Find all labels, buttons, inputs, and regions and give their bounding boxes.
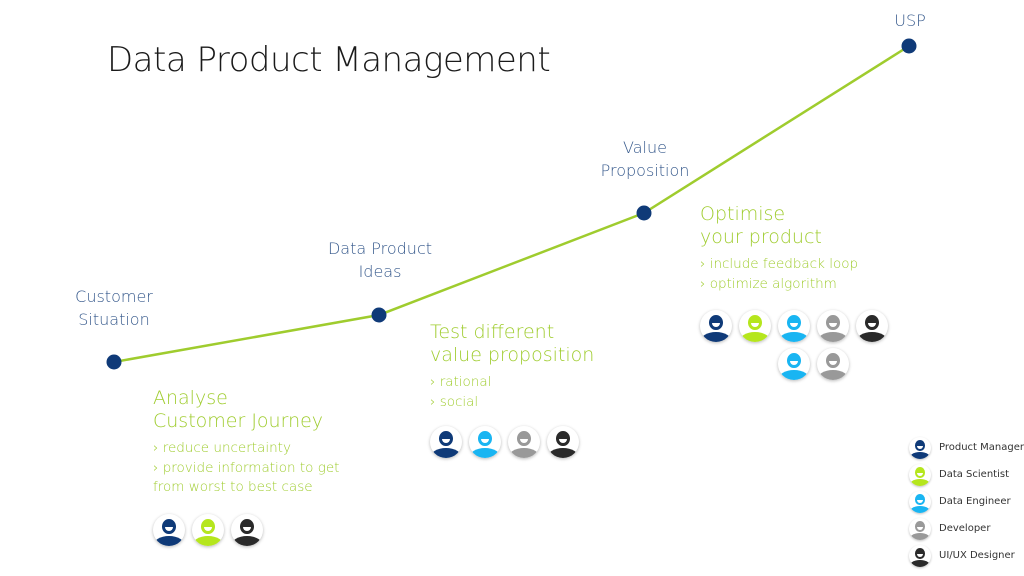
avatar-developer-icon [817,348,849,380]
phase-bullets: › reduce uncertainty › provide informati… [153,439,383,498]
legend-item-developer: Developer [909,515,1024,542]
legend-label: Data Engineer [939,496,1011,507]
avatar-data-engineer-icon [909,490,931,513]
phase-bullet: › social [430,393,479,410]
milestone-node-usp [901,38,917,54]
phase-heading: Optimise your product [700,203,822,248]
avatar-product-manager-icon [909,436,931,459]
legend-label: UI/UX Designer [939,550,1015,561]
milestone-node-data-product-ideas [371,307,387,323]
avatar-data-engineer-icon [778,310,810,342]
phase-analyse-customer-journey: Analyse Customer Journey › reduce uncert… [153,387,383,546]
milestone-label-value-proposition: Value Proposition [600,138,690,180]
legend-item-data-engineer: Data Engineer [909,488,1024,515]
phase-test-value-proposition: Test different value proposition › ratio… [430,321,650,458]
phase-bullets: › include feedback loop › optimize algor… [700,255,900,294]
legend-label: Data Scientist [939,469,1009,480]
avatar-product-manager-icon [153,513,185,546]
avatar-data-scientist-icon [192,513,224,546]
milestone-node-customer-situation [106,354,122,370]
phase-bullets: › rational › social [430,373,650,412]
milestone-label-data-product-ideas: Data Product Ideas [327,239,433,281]
avatar-uiux-designer-icon [909,544,931,567]
avatar-data-engineer-icon [469,426,501,458]
avatar-uiux-designer-icon [231,513,263,546]
phase-heading: Test different value proposition [430,321,595,366]
avatar-developer-icon [909,517,931,540]
avatar-product-manager-icon [430,426,462,458]
phase-heading: Analyse Customer Journey [153,387,324,432]
phase-bullet: › reduce uncertainty [153,440,291,456]
phase-optimise-product: Optimise your product › include feedback… [700,203,900,380]
milestone-label-customer-situation: Customer Situation [75,287,153,329]
avatar-data-engineer-icon [778,348,810,380]
page-title: Data Product Management [107,40,551,80]
team-avatars [700,310,895,380]
legend-item-data-scientist: Data Scientist [909,461,1024,488]
avatar-uiux-designer-icon [856,310,888,342]
legend-label: Developer [939,523,991,534]
phase-bullet: › provide information to get from worst … [153,459,340,496]
legend-item-product-manager: Product Manager [909,434,1024,461]
phase-bullet: › optimize algorithm [700,275,837,292]
legend-item-uiux-designer: UI/UX Designer [909,542,1024,569]
team-avatars [430,426,650,458]
milestone-node-value-proposition [636,205,652,221]
team-avatars [153,513,383,546]
legend-label: Product Manager [939,442,1024,453]
milestone-label-usp: USP [894,11,926,30]
phase-bullet: › rational [430,374,492,390]
avatar-developer-icon [508,426,540,458]
phase-bullet: › include feedback loop [700,256,859,272]
avatar-developer-icon [817,310,849,342]
avatar-product-manager-icon [700,310,732,342]
avatar-uiux-designer-icon [547,426,579,458]
avatar-data-scientist-icon [909,463,931,486]
curve-line [113,44,910,364]
avatar-data-scientist-icon [739,310,771,342]
